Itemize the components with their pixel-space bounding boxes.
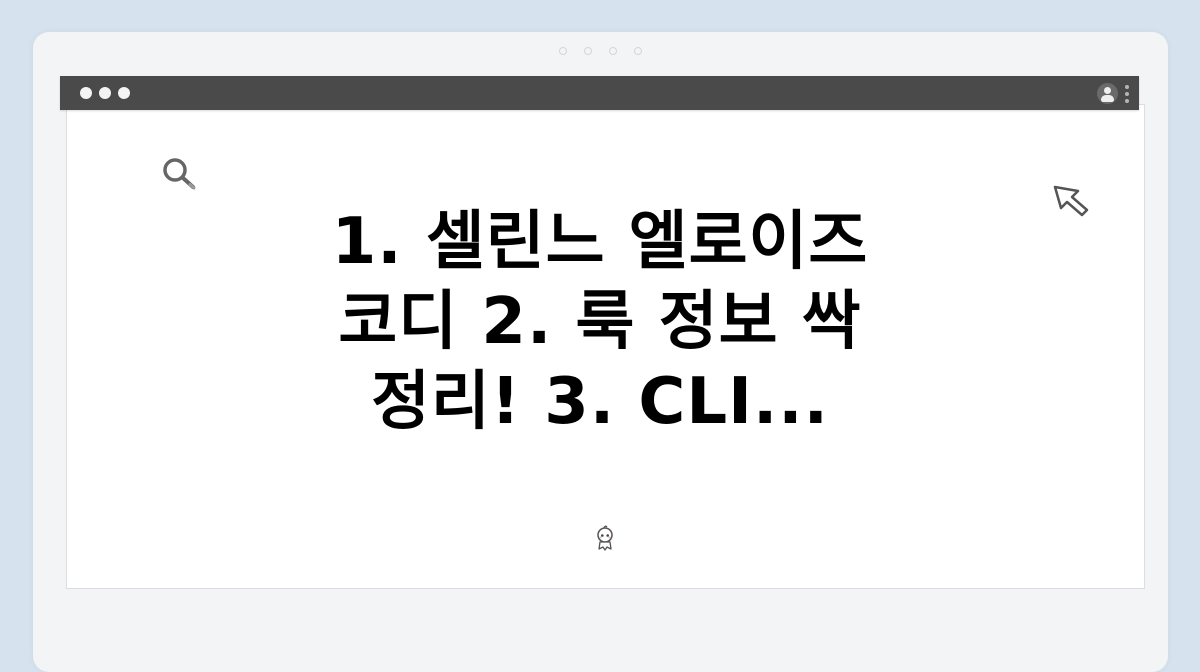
pager-dots [33, 47, 1168, 55]
search-icon [160, 156, 210, 196]
window-controls [80, 87, 130, 99]
browser-actions [1097, 83, 1129, 104]
user-avatar-icon[interactable] [1097, 83, 1118, 104]
pager-dot[interactable] [634, 47, 642, 55]
pager-dot[interactable] [609, 47, 617, 55]
headline-line-3: 정리! 3. CLI... [371, 365, 829, 439]
kebab-menu-icon[interactable] [1125, 84, 1129, 103]
pager-dot[interactable] [559, 47, 567, 55]
pager-dot[interactable] [584, 47, 592, 55]
headline-line-2: 코디 2. 룩 정보 싹 [338, 285, 862, 359]
content-area [66, 104, 1145, 589]
page-headline: 1. 셀린느 엘로이즈 코디 2. 룩 정보 싹 정리! 3. CLI... [250, 202, 950, 442]
mascot-icon [592, 525, 618, 553]
browser-title-bar [60, 76, 1139, 110]
window-control-dot-icon[interactable] [99, 87, 111, 99]
headline-line-1: 1. 셀린느 엘로이즈 [331, 205, 869, 279]
window-control-dot-icon[interactable] [80, 87, 92, 99]
window-control-dot-icon[interactable] [118, 87, 130, 99]
cursor-icon [1049, 181, 1093, 219]
